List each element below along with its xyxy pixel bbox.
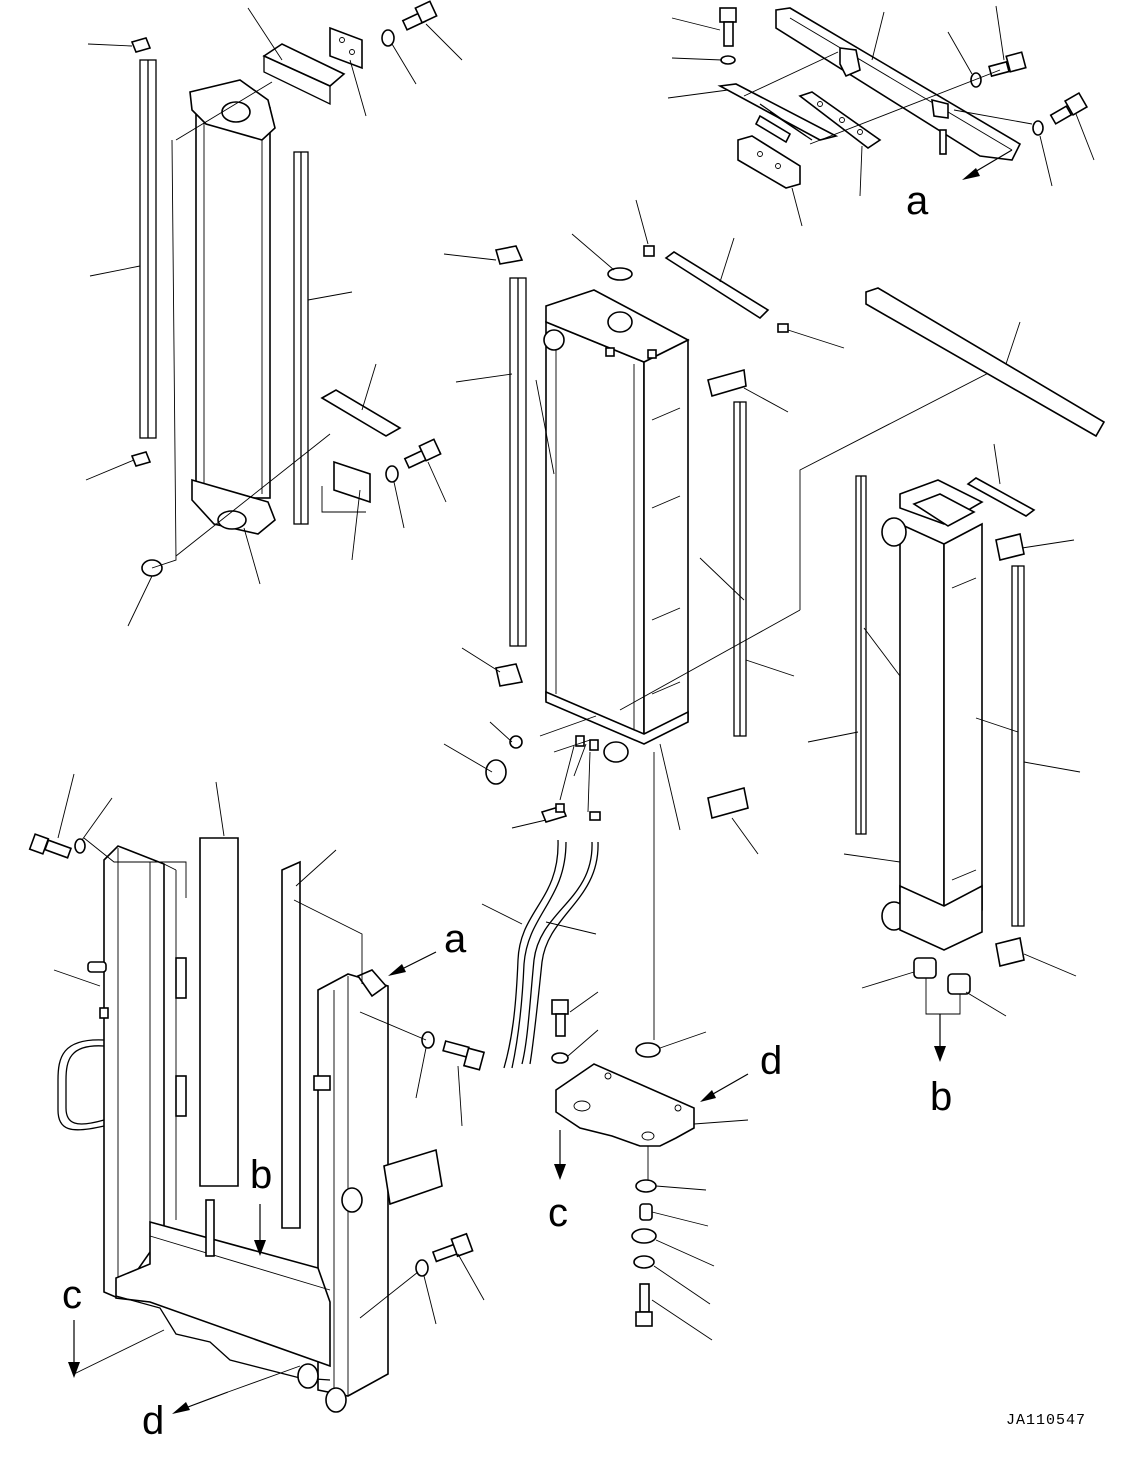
top-bracket-leaders: [667, 5, 1095, 227]
drawing-code: JA110547: [1006, 1412, 1086, 1429]
callout-b-frame: b: [250, 1153, 272, 1197]
frame-leaders: [53, 773, 485, 1325]
oil-cooler-group: [130, 0, 442, 577]
callout-d-center: d: [760, 1039, 782, 1083]
arrow-a-frame: [388, 951, 437, 976]
arrow-c-frame: [68, 1320, 165, 1378]
arrow-d-center: [700, 1073, 749, 1102]
mount-bracket-leaders: [567, 991, 749, 1341]
callout-b-right: b: [930, 1075, 952, 1119]
arrow-b-frame: [254, 1204, 266, 1256]
arrow-c-center: [554, 1130, 566, 1180]
callout-a-top: a: [906, 179, 929, 223]
top-bracket-group: [717, 7, 1089, 189]
radiator-group: [485, 245, 789, 1069]
oil-cooler-leaders: [85, 7, 463, 627]
long-seal-bar: [865, 287, 1106, 438]
callout-c-frame: c: [62, 1273, 82, 1317]
mount-bracket-group: [551, 999, 695, 1327]
callout-a-frame: a: [444, 917, 467, 961]
arrow-a-top: [962, 149, 1013, 180]
callout-d-frame: d: [142, 1399, 164, 1443]
aftercooler-leaders: [807, 443, 1081, 1017]
callout-c-center: c: [548, 1191, 568, 1235]
aftercooler-group: [855, 475, 1036, 995]
frame-group: [28, 833, 486, 1413]
radiator-leaders: [443, 199, 1021, 1040]
arrow-d-frame: [172, 1365, 301, 1414]
arrow-b-right: [934, 1014, 946, 1062]
